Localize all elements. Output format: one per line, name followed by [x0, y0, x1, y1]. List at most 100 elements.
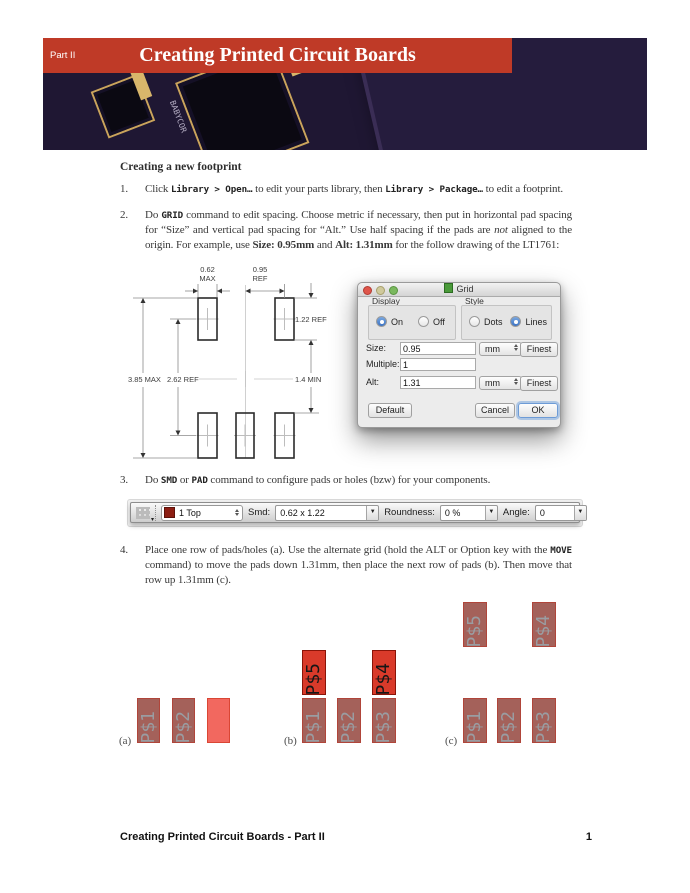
- item-number: 2.: [120, 209, 129, 221]
- angle-combo[interactable]: 0▼: [534, 504, 587, 521]
- alt-unit-value: mm: [485, 378, 500, 388]
- lt1761-dimension-drawing: 0.62 MAX 0.95 REF 1.22 REF 3.85 MAX 2.62…: [125, 263, 360, 470]
- alt-row: Alt: mm Finest: [358, 376, 560, 391]
- radio-lines[interactable]: Lines: [510, 316, 547, 327]
- grid-menu-icon[interactable]: [136, 506, 154, 523]
- alt-finest-button[interactable]: Finest: [520, 376, 558, 391]
- stepper-icon: [514, 378, 518, 385]
- pad-name: P$1: [303, 710, 324, 743]
- pad-b-p2: P$2: [337, 698, 361, 743]
- alt-input[interactable]: [400, 376, 476, 389]
- size-unit-select[interactable]: mm: [479, 342, 522, 356]
- dim-385-max: 3.85 MAX: [128, 375, 161, 384]
- radio-on[interactable]: On: [376, 316, 418, 327]
- code-run: GRID: [161, 210, 184, 221]
- text-run: command) to move the pads down 1.31mm, t…: [145, 559, 572, 586]
- smd-parameter-toolbar: 1 Top Smd: 0.62 x 1.22▼ Roundness: 0 %▼ …: [127, 499, 587, 527]
- dim-14-min: 1.4 MIN: [295, 375, 321, 384]
- center-lines: [199, 285, 293, 458]
- dim-ref: REF: [253, 274, 268, 283]
- list-item-1: 1. Click Library > Open… to edit your pa…: [120, 182, 572, 197]
- dialog-titlebar[interactable]: Grid: [358, 283, 560, 297]
- zoom-icon[interactable]: [389, 286, 398, 295]
- grid-app-icon: [444, 283, 454, 293]
- bold-run: Size: 0.95mm: [252, 239, 315, 251]
- item-text: Click Library > Open… to edit your parts…: [145, 182, 572, 197]
- radio-lines-label: Lines: [525, 316, 547, 327]
- pad-crosshairs: [196, 308, 296, 447]
- radio-dots[interactable]: Dots: [469, 316, 510, 327]
- smd-size-value: 0.62 x 1.22: [280, 507, 325, 518]
- dialog-title-text: Grid: [456, 284, 474, 294]
- roundness-combo[interactable]: 0 %▼: [439, 504, 498, 521]
- radio-off-icon[interactable]: [418, 316, 429, 327]
- alt-unit-select[interactable]: mm: [479, 376, 522, 390]
- text-run: Do: [145, 474, 161, 486]
- radio-lines-icon[interactable]: [510, 316, 522, 327]
- pad-b-p3: P$3: [372, 698, 396, 743]
- stepper-icon: [514, 344, 518, 351]
- layer-select[interactable]: 1 Top: [161, 504, 243, 521]
- multiple-input[interactable]: [400, 358, 476, 371]
- text-run: or: [177, 474, 192, 486]
- stepper-icon: [235, 509, 239, 516]
- style-group-label: Style: [465, 296, 484, 306]
- ok-button[interactable]: OK: [518, 403, 558, 418]
- text-run: to edit a footprint.: [482, 183, 564, 195]
- silkscreen-labels: PA 9/PWM_A PB13/PWM_A PA 8/PWM_A +5V GND: [595, 38, 647, 51]
- grid-dialog: Grid Display On Off Style Dots Lines Siz…: [357, 282, 561, 428]
- size-input[interactable]: [400, 342, 476, 355]
- item-number: 1.: [120, 183, 129, 195]
- pad-c-p4: P$4: [532, 602, 556, 647]
- roundness-label: Roundness:: [384, 507, 435, 518]
- pad-c-p5: P$5: [463, 602, 487, 647]
- pad-a-p1: P$1: [137, 698, 160, 743]
- smd-size-combo[interactable]: 0.62 x 1.22 ▼: [275, 504, 380, 521]
- code-run: PAD: [191, 475, 208, 486]
- footer-title: Creating Printed Circuit Boards - Part I…: [120, 831, 325, 843]
- close-icon[interactable]: [363, 286, 372, 295]
- pad-a-placing: [207, 698, 230, 743]
- code-run: SMD: [160, 475, 178, 486]
- display-group-label: Display: [372, 296, 400, 306]
- minimize-icon[interactable]: [376, 286, 385, 295]
- text-run: for the follow drawing of the LT1761:: [392, 239, 560, 251]
- text-run: Place one row of pads/holes (a). Use the…: [145, 544, 551, 556]
- dropdown-arrow-icon[interactable]: ▼: [573, 505, 586, 520]
- pad-name: P$3: [373, 710, 394, 743]
- smd-label: Smd:: [248, 507, 271, 518]
- pad-name: P$2: [498, 710, 519, 743]
- item-text: Do SMD or PAD command to configure pads …: [145, 473, 572, 488]
- text-run: Do: [145, 209, 162, 221]
- radio-on-icon[interactable]: [376, 316, 387, 327]
- style-options: Dots Lines: [469, 316, 547, 327]
- dim-max: MAX: [199, 274, 215, 283]
- layer-color-swatch: [164, 507, 175, 518]
- dim-262-ref: 2.62 REF: [167, 375, 199, 384]
- pad-name: P$5: [303, 662, 324, 695]
- size-finest-button[interactable]: Finest: [520, 342, 558, 357]
- radio-off[interactable]: Off: [418, 316, 445, 327]
- layer-select-value: 1 Top: [179, 507, 201, 518]
- pad-outlines: [197, 297, 295, 459]
- pad-name: P$2: [338, 710, 359, 743]
- radio-dots-icon[interactable]: [469, 316, 480, 327]
- footer-page-number: 1: [585, 831, 592, 843]
- pad-name: P$4: [533, 614, 554, 647]
- angle-label: Angle:: [502, 507, 530, 518]
- style-groupbox: Dots Lines: [461, 305, 552, 340]
- cancel-button[interactable]: Cancel: [475, 403, 515, 418]
- radio-on-label: On: [391, 316, 404, 327]
- default-button[interactable]: Default: [368, 403, 412, 418]
- multiple-label: Multiple:: [366, 359, 400, 369]
- toolbar-bar: 1 Top Smd: 0.62 x 1.22▼ Roundness: 0 %▼ …: [130, 502, 587, 523]
- angle-value: 0: [539, 507, 545, 518]
- pad-b-p1: P$1: [302, 698, 326, 743]
- silkscreen-line: GND: [608, 38, 647, 51]
- dropdown-arrow-icon[interactable]: ▼: [484, 505, 497, 520]
- bold-run: Alt: 1.31mm: [335, 239, 393, 251]
- dimension-arrowheads: [140, 288, 314, 458]
- dropdown-arrow-icon[interactable]: ▼: [366, 505, 379, 520]
- list-item-3: 3. Do SMD or PAD command to configure pa…: [120, 473, 572, 488]
